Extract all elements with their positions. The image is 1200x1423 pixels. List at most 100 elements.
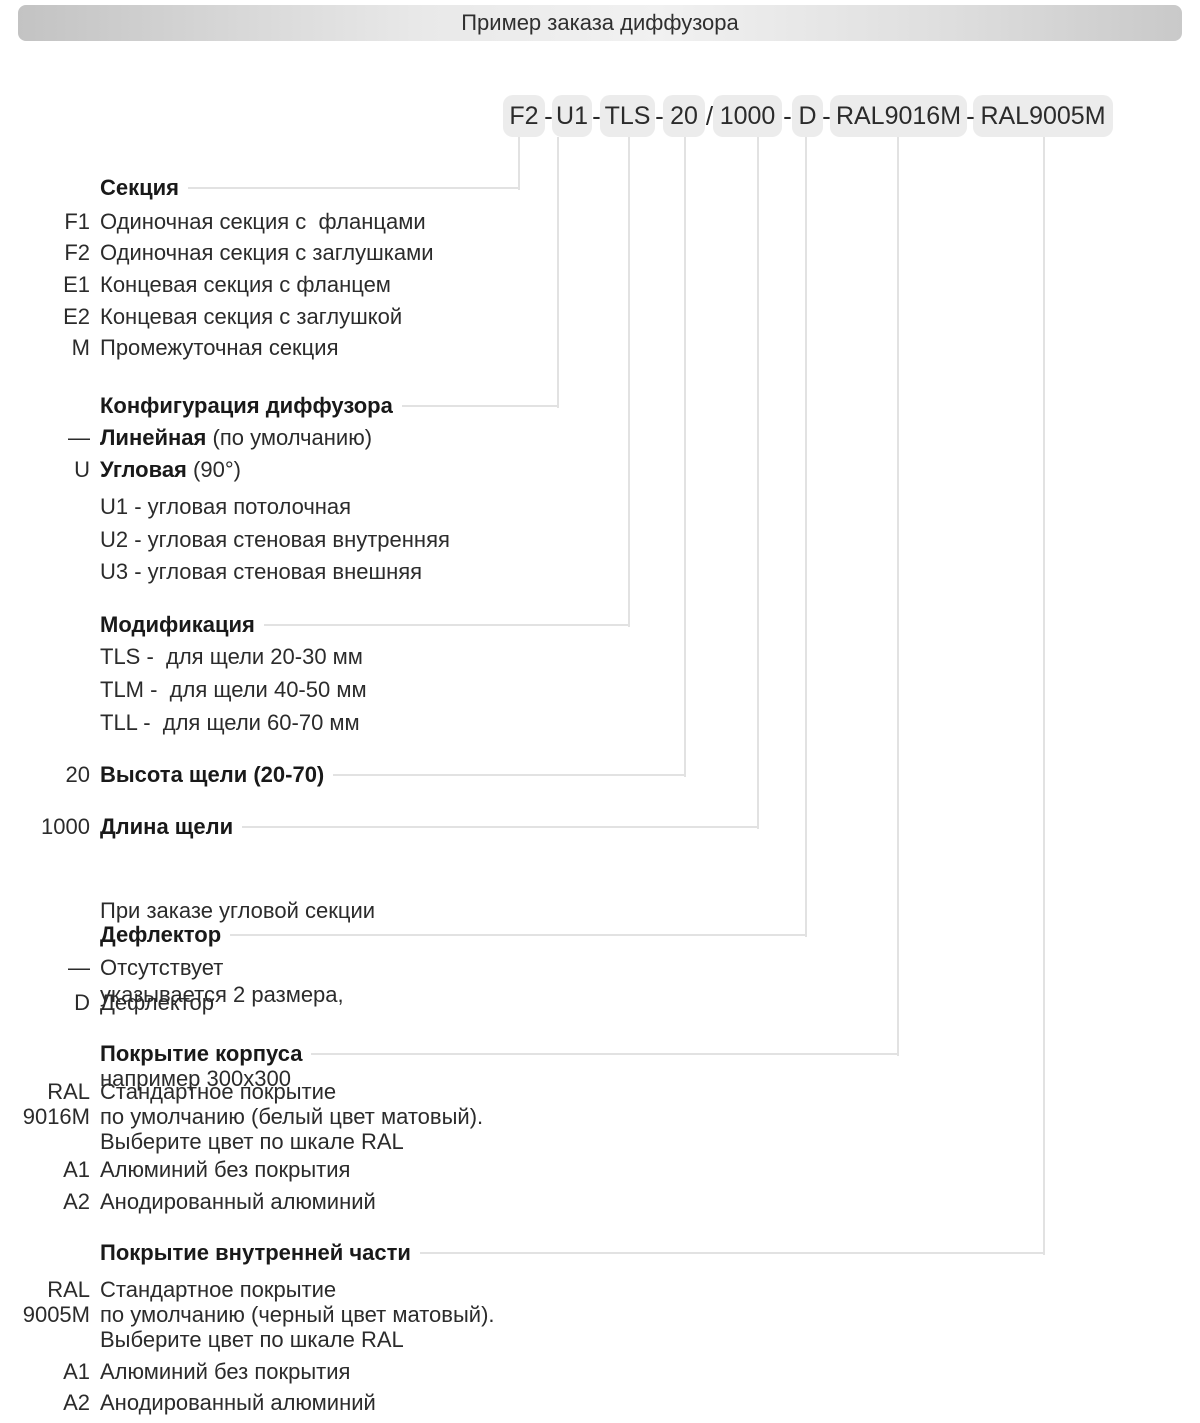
section-heading-row: Конфигурация диффузора: [0, 390, 559, 422]
option-label: Одиночная секция с заглушками: [100, 240, 434, 265]
code-box-configuration: U1: [552, 95, 592, 137]
code-separator-slash: /: [705, 100, 714, 131]
connector-vline-modification: [628, 137, 630, 627]
option-code: —: [68, 955, 90, 980]
option-code: 1000: [41, 814, 90, 839]
code-box-inner-coating: RAL9005M: [973, 95, 1113, 137]
connector-vline-deflector: [805, 137, 807, 937]
option-code: A2: [63, 1390, 90, 1415]
sub-option-label: U1 - угловая потолочная: [100, 494, 352, 519]
code-box-slot-height: 20: [663, 95, 705, 137]
option-code: A1: [63, 1157, 90, 1182]
section-heading: Дефлектор: [100, 922, 222, 947]
section-heading-row: Покрытие внутренней части: [0, 1237, 1045, 1269]
option-code: 20: [65, 762, 90, 787]
title-bar: Пример заказа диффузора: [18, 5, 1182, 41]
code-separator: -: [822, 100, 831, 131]
option-row: U Угловая (90°): [0, 454, 241, 486]
slot-length-note: При заказе угловой секции указывается 2 …: [100, 898, 376, 1091]
section-heading-row: Секция: [0, 172, 520, 204]
section-heading: Покрытие внутренней части: [100, 1240, 411, 1265]
code-separator: -: [544, 100, 553, 131]
code-separator: -: [655, 100, 664, 131]
option-row: TLS - для щели 20-30 мм: [0, 641, 363, 673]
option-code: A2: [63, 1189, 90, 1214]
connector-vline-body-coating: [897, 137, 899, 1056]
option-code: F1: [64, 209, 90, 234]
sub-option-label: U2 - угловая стеновая внутренняя: [100, 527, 450, 552]
option-row: F1 Одиночная секция с фланцами: [0, 206, 426, 238]
section-heading-row: Модификация: [0, 609, 630, 641]
section-heading-row: 20 Высота щели (20-70): [0, 759, 686, 791]
sub-option-label: U3 - угловая стеновая внешняя: [100, 559, 423, 584]
option-label: TLM - для щели 40-50 мм: [100, 677, 367, 702]
option-row: A1 Алюминий без покрытия: [0, 1356, 350, 1388]
code-box-modification: TLS: [600, 95, 655, 137]
connector-hline: [242, 826, 759, 828]
option-label: TLL - для щели 60-70 мм: [100, 710, 360, 735]
option-label: Концевая секция с фланцем: [100, 272, 391, 297]
page-title: Пример заказа диффузора: [461, 10, 739, 35]
option-row: A1 Алюминий без покрытия: [0, 1154, 350, 1186]
option-label: Линейная (по умолчанию): [100, 425, 373, 450]
option-code: D: [74, 990, 90, 1015]
connector-vline-slot-length: [757, 137, 759, 829]
option-label: Концевая секция с заглушкой: [100, 304, 403, 329]
section-heading-row: Дефлектор: [0, 919, 807, 951]
section-heading: Секция: [100, 175, 180, 200]
option-label: Отсутствует: [100, 955, 224, 980]
connector-hline: [401, 405, 559, 407]
option-label: Анодированный алюминий: [100, 1390, 376, 1415]
option-label: Анодированный алюминий: [100, 1189, 376, 1214]
option-row: D Дефлектор: [0, 987, 214, 1019]
connector-hline: [188, 187, 520, 189]
option-code: A1: [63, 1359, 90, 1384]
connector-hline: [263, 624, 630, 626]
section-heading-row: Покрытие корпуса: [0, 1038, 899, 1070]
option-code: F2: [64, 240, 90, 265]
section-heading-row: 1000 Длина щели: [0, 811, 759, 843]
code-box-section: F2: [503, 95, 545, 137]
option-label: Одиночная секция с фланцами: [100, 209, 426, 234]
option-label: Угловая (90°): [100, 457, 241, 482]
connector-hline: [311, 1053, 899, 1055]
section-heading: Модификация: [100, 612, 255, 637]
code-separator: -: [966, 100, 975, 131]
option-row: TLM - для щели 40-50 мм: [0, 674, 367, 706]
option-row: E1 Концевая секция с фланцем: [0, 269, 391, 301]
section-heading: Конфигурация диффузора: [100, 393, 393, 418]
option-code: —: [68, 425, 90, 450]
connector-vline-section: [518, 137, 520, 190]
section-heading: Высота щели (20-70): [100, 762, 325, 787]
option-label: TLS - для щели 20-30 мм: [100, 644, 363, 669]
sub-option-row: U3 - угловая стеновая внешняя: [0, 556, 422, 588]
connector-hline: [230, 934, 807, 936]
code-separator: -: [592, 100, 601, 131]
connector-vline-inner-coating: [1043, 137, 1045, 1255]
option-row: A2 Анодированный алюминий: [0, 1387, 376, 1419]
option-code: U: [74, 457, 90, 482]
option-row: — Отсутствует: [0, 952, 223, 984]
option-label: Дефлектор: [100, 990, 214, 1015]
section-heading: Длина щели: [100, 814, 234, 839]
option-code: M: [71, 335, 90, 360]
option-row: A2 Анодированный алюминий: [0, 1186, 376, 1218]
option-label: Промежуточная секция: [100, 335, 339, 360]
connector-hline: [333, 774, 686, 776]
connector-hline: [419, 1252, 1045, 1254]
code-box-slot-length: 1000: [713, 95, 782, 137]
code-box-body-coating: RAL9016M: [830, 95, 967, 137]
connector-vline-configuration: [557, 137, 559, 408]
sub-option-row: U2 - угловая стеновая внутренняя: [0, 524, 450, 556]
option-row: E2 Концевая секция с заглушкой: [0, 301, 402, 333]
option-label: Алюминий без покрытия: [100, 1359, 351, 1384]
option-code: E1: [63, 272, 90, 297]
sub-option-row: U1 - угловая потолочная: [0, 491, 351, 523]
option-row: M Промежуточная секция: [0, 332, 339, 364]
